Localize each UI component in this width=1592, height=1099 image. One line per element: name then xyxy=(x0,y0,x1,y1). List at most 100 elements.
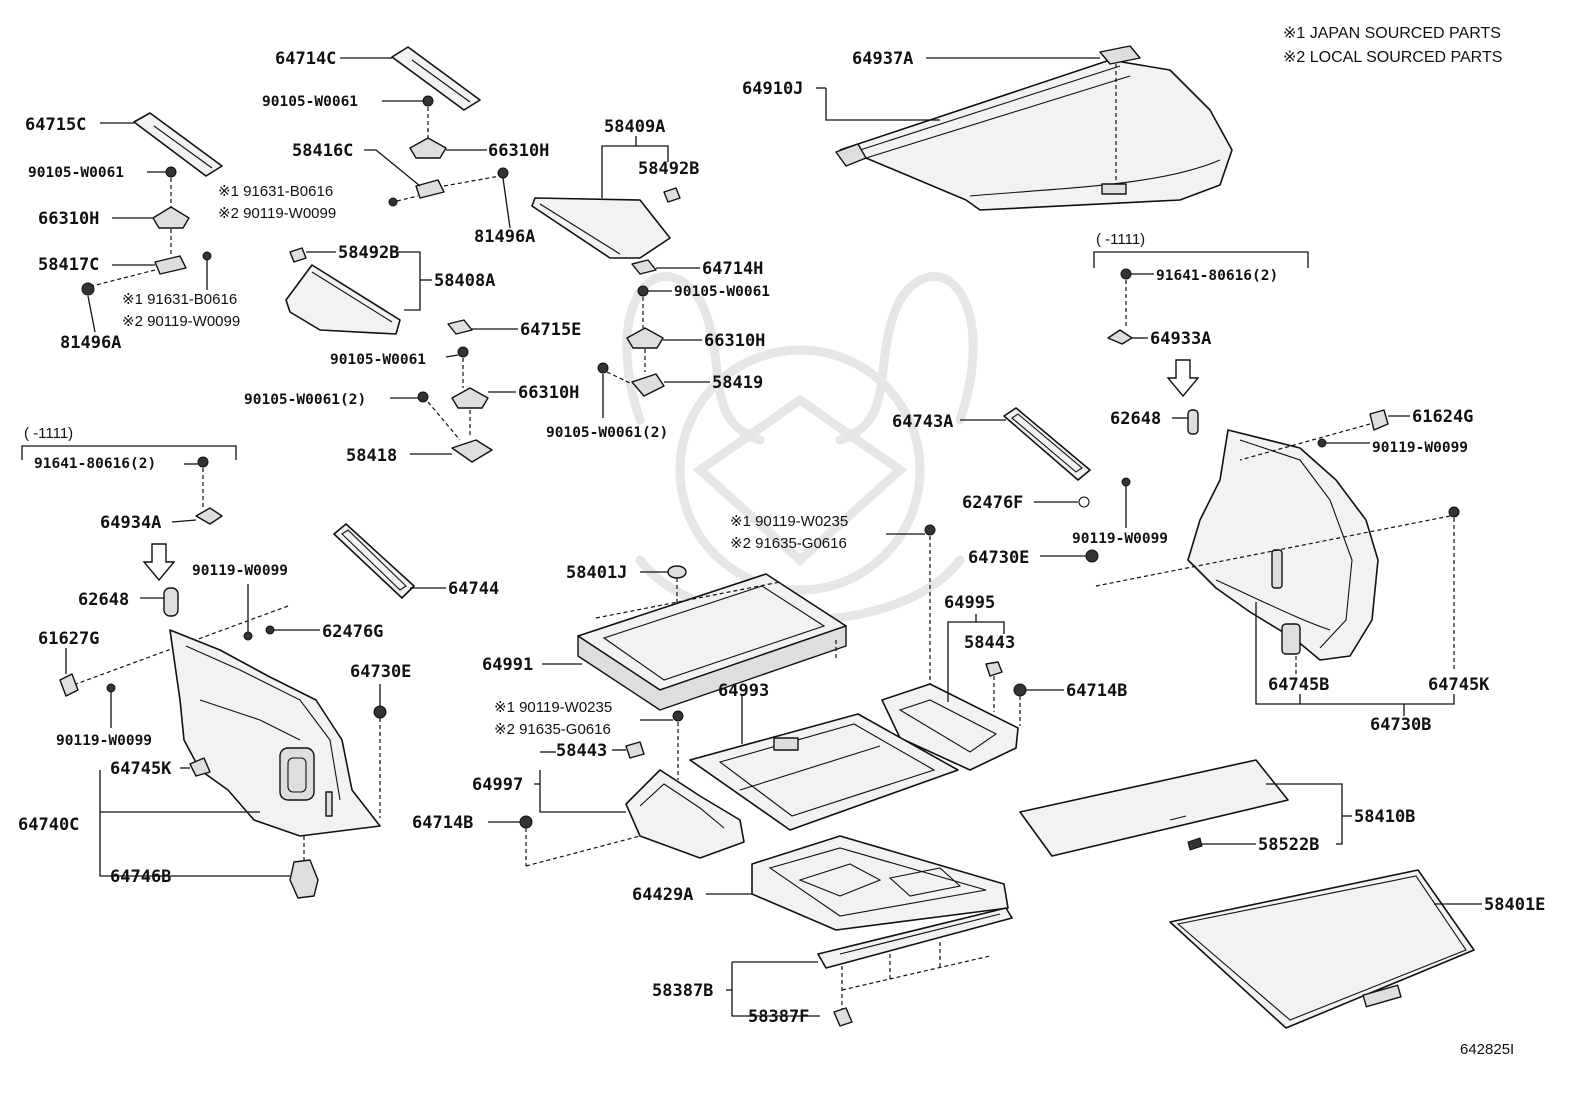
part-64743A xyxy=(1003,407,1091,481)
label-64714H: 64714H xyxy=(702,259,763,279)
label-64714B-a: 64714B xyxy=(1066,681,1127,701)
part-58417C xyxy=(154,255,187,275)
clip-58522B xyxy=(1187,837,1203,851)
label-58522B: 58522B xyxy=(1258,835,1319,855)
bolt-90105-e xyxy=(457,346,469,358)
label-91641-a: 91641-80616(2) xyxy=(1156,268,1278,284)
label-90119-c: 90119-W0099 xyxy=(1372,440,1468,456)
part-64740C xyxy=(169,629,381,837)
frame-64991-side xyxy=(577,625,847,711)
part-64715E xyxy=(447,319,473,335)
label-91631-b: ※1 91631-B0616 xyxy=(122,291,237,308)
part-58419 xyxy=(631,373,665,397)
label-64995: 64995 xyxy=(944,593,995,613)
label-64744: 64744 xyxy=(448,579,499,599)
label-64715E: 64715E xyxy=(520,320,581,340)
label-64714C: 64714C xyxy=(275,49,336,69)
label-64910J: 64910J xyxy=(742,79,803,99)
label-90119-e: 90119-W0099 xyxy=(192,563,288,579)
label-66310H-d: 66310H xyxy=(518,383,579,403)
tonneau-handle xyxy=(1101,183,1127,195)
label-64933A: 64933A xyxy=(1150,329,1211,349)
part-64745B xyxy=(1281,623,1301,655)
deck-board-handle xyxy=(1362,984,1402,1008)
label-90119-a: ※2 90119-W0099 xyxy=(218,205,336,222)
date-range-right: ( -1111) xyxy=(1096,231,1145,248)
part-61627G xyxy=(59,673,79,697)
part-58410B xyxy=(1019,759,1289,857)
label-58416C: 58416C xyxy=(292,141,353,161)
label-90105-c: 90105-W0061 xyxy=(674,284,770,300)
label-62648-b: 62648 xyxy=(78,590,129,610)
date-range-left: ( -1111) xyxy=(24,425,73,442)
part-58416C xyxy=(415,179,445,199)
label-91635-a: ※2 91635-G0616 xyxy=(730,535,847,552)
label-66310H-c: 66310H xyxy=(704,331,765,351)
part-64934A xyxy=(195,507,223,525)
clip-64745K-right xyxy=(1448,506,1460,518)
label-61627G: 61627G xyxy=(38,629,99,649)
label-64715C: 64715C xyxy=(25,115,86,135)
label-62648-a: 62648 xyxy=(1110,409,1161,429)
label-91635-b: ※2 91635-G0616 xyxy=(494,721,611,738)
label-64997: 64997 xyxy=(472,775,523,795)
label-64745K-b: 64745K xyxy=(110,759,172,779)
part-62648-a xyxy=(1187,409,1199,435)
part-64993 xyxy=(689,713,959,831)
label-90119-d: 90119-W0099 xyxy=(1072,531,1168,547)
label-58417C: 58417C xyxy=(38,255,99,275)
bolt-91641-a xyxy=(1120,268,1132,280)
screw-90119-g xyxy=(924,524,936,536)
part-64730B xyxy=(1187,429,1379,661)
label-66310H-b: 66310H xyxy=(38,209,99,229)
label-90119-h: ※1 90119-W0235 xyxy=(494,699,612,716)
label-58410B: 58410B xyxy=(1354,807,1415,827)
label-66310H-a: 66310H xyxy=(488,141,549,161)
label-81496A-b: 81496A xyxy=(60,333,121,353)
part-64910J xyxy=(839,59,1233,211)
arrow-down-icon-right xyxy=(1166,359,1200,398)
screw-91631-a xyxy=(388,197,398,207)
label-64429A: 64429A xyxy=(632,885,693,905)
label-81496A-a: 81496A xyxy=(474,227,535,247)
label-64993: 64993 xyxy=(718,681,769,701)
bolt-90105-b xyxy=(165,166,177,178)
label-64934A: 64934A xyxy=(100,513,161,533)
label-90119-f: 90119-W0099 xyxy=(56,733,152,749)
watermark-emblem xyxy=(622,272,978,625)
part-64429A xyxy=(751,835,1009,931)
clip-64714B-b xyxy=(519,815,533,829)
part-58492B-a xyxy=(289,247,307,263)
label-90105-a: 90105-W0061 xyxy=(262,94,358,110)
label-64743A: 64743A xyxy=(892,412,953,432)
label-58418: 58418 xyxy=(346,446,397,466)
label-91631-a: ※1 91631-B0616 xyxy=(218,183,333,200)
label-64740C: 64740C xyxy=(18,815,79,835)
bolt-90105-c xyxy=(637,285,649,297)
part-58443-a xyxy=(985,661,1003,677)
label-64730E-b: 64730E xyxy=(350,662,411,682)
clip-58401J xyxy=(667,565,687,579)
screw-90119-h xyxy=(672,710,684,722)
part-66310H-d xyxy=(451,387,489,409)
bolt-90105-f xyxy=(417,391,429,403)
part-61624G xyxy=(1369,409,1389,431)
part-66310H-c xyxy=(626,327,664,349)
part-64744 xyxy=(333,523,415,599)
label-64746B: 64746B xyxy=(110,867,171,887)
clip-81496A-a xyxy=(497,167,509,179)
note-japan-sourced: ※1 JAPAN SOURCED PARTS xyxy=(1283,25,1501,42)
label-61624G: 61624G xyxy=(1412,407,1473,427)
part-58409A xyxy=(531,197,671,259)
label-90119-g: ※1 90119-W0235 xyxy=(730,513,848,530)
label-58419: 58419 xyxy=(712,373,763,393)
part-64745K-b xyxy=(189,757,211,777)
part-64746B xyxy=(289,859,319,899)
tray-64993-tab xyxy=(773,737,799,751)
label-90105-f: 90105-W0061(2) xyxy=(244,392,366,408)
label-64745B: 64745B xyxy=(1268,675,1329,695)
label-64730E-a: 64730E xyxy=(968,548,1029,568)
label-64714B-b: 64714B xyxy=(412,813,473,833)
part-58418 xyxy=(451,439,493,463)
